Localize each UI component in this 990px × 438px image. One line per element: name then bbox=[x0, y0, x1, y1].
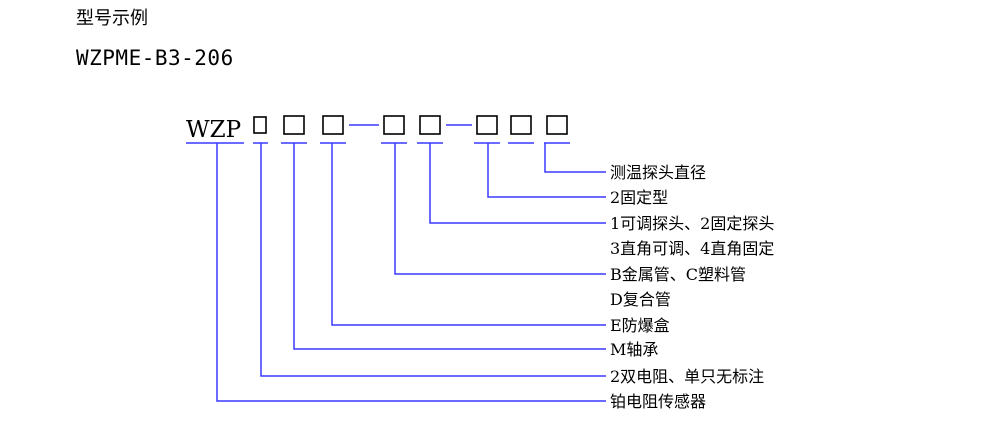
code-box-3 bbox=[322, 115, 344, 135]
leader-probe-type bbox=[429, 143, 606, 224]
leader-tube-material bbox=[394, 143, 606, 275]
leader-explosion-box bbox=[331, 143, 606, 326]
label-probe-diameter: 测温探头直径 bbox=[610, 163, 706, 182]
code-box-4 bbox=[383, 115, 405, 135]
code-box-6 bbox=[476, 115, 498, 135]
label-fixed-type: 2固定型 bbox=[610, 188, 668, 207]
label-explosion-box: E防爆盒 bbox=[610, 316, 670, 335]
label-bearing: M轴承 bbox=[610, 340, 658, 359]
code-box-2 bbox=[283, 115, 305, 135]
leader-bearing bbox=[293, 143, 606, 350]
label-dual-resistor: 2双电阻、单只无标注 bbox=[610, 367, 764, 386]
leader-dual-resistor bbox=[260, 143, 606, 377]
cropped-text-fragment bbox=[80, 428, 170, 438]
label-metal-plastic-tube: B金属管、C塑料管 bbox=[610, 265, 746, 284]
code-box-7 bbox=[510, 115, 532, 135]
section-heading: 型号示例 bbox=[76, 8, 148, 29]
label-platinum-sensor: 铂电阻传感器 bbox=[610, 392, 706, 411]
code-box-5 bbox=[419, 115, 441, 135]
leader-fixed-type bbox=[487, 143, 606, 198]
leader-probe-diameter bbox=[544, 143, 606, 173]
code-box-8 bbox=[546, 115, 568, 135]
label-right-angle: 3直角可调、4直角固定 bbox=[610, 239, 774, 258]
code-box-1 bbox=[253, 116, 267, 134]
label-composite-tube: D复合管 bbox=[610, 290, 671, 309]
label-probe-adjustable: 1可调探头、2固定探头 bbox=[610, 214, 774, 233]
model-example: WZPME-B3-206 bbox=[76, 46, 234, 70]
diagram-prefix: WZP bbox=[186, 117, 241, 143]
leader-platinum-sensor bbox=[216, 143, 606, 402]
